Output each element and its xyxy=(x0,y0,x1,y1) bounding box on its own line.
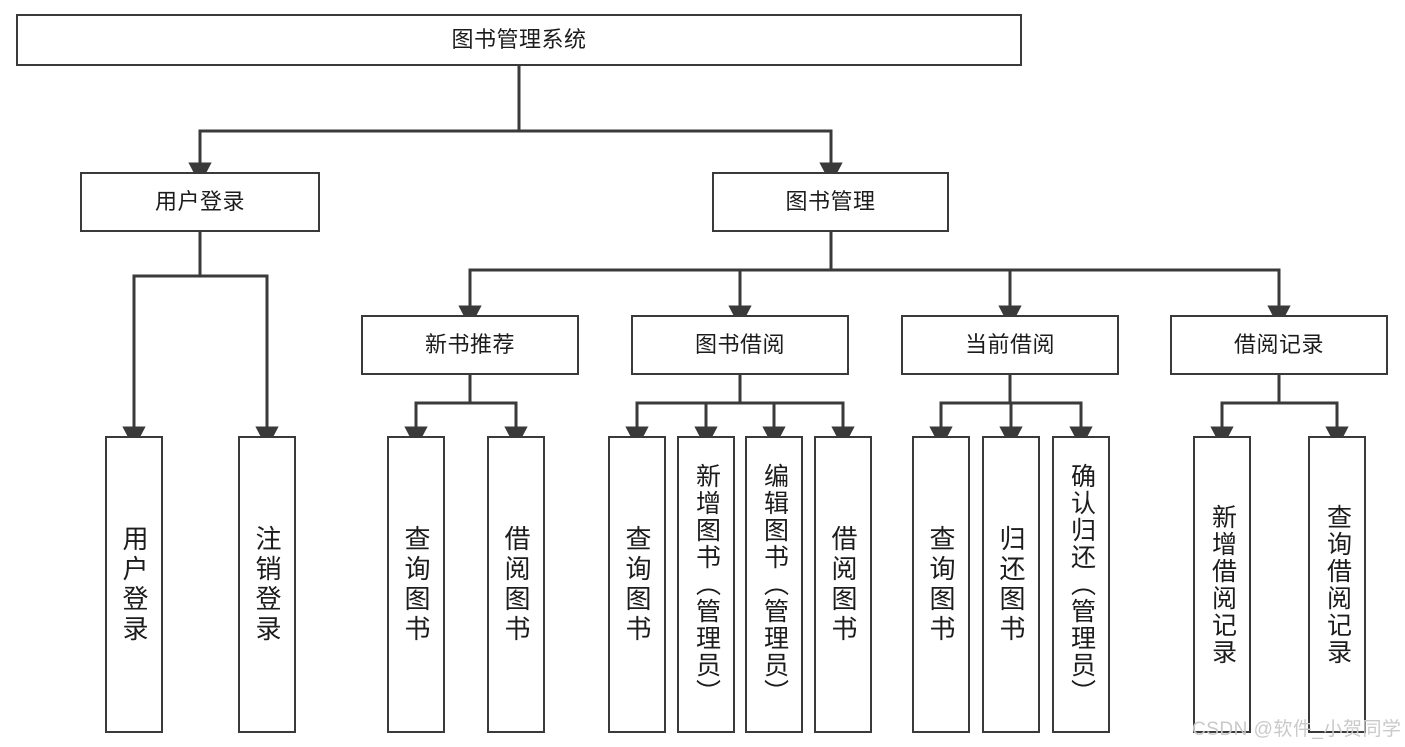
node-borrow-record[interactable]: 借阅记录 xyxy=(1170,315,1388,375)
node-leaf-logout-label: 注销登录 xyxy=(252,524,282,645)
node-book-borrow[interactable]: 图书借阅 xyxy=(631,315,849,375)
node-current-borrow-label: 当前借阅 xyxy=(964,332,1055,358)
node-leaf-borrow-book-recommend[interactable]: 借阅图书 xyxy=(487,436,545,733)
node-leaf-query-book-current[interactable]: 查询图书 xyxy=(912,436,970,733)
node-user-login-label: 用户登录 xyxy=(154,189,245,215)
node-borrow-record-label: 借阅记录 xyxy=(1233,332,1324,358)
node-leaf-add-borrow-record-label: 新增借阅记录 xyxy=(1208,503,1237,666)
node-leaf-add-book[interactable]: 新增图书（管理员） xyxy=(677,436,735,733)
node-leaf-query-book-recommend-label: 查询图书 xyxy=(401,524,431,645)
node-leaf-add-book-label: 新增图书（管理员） xyxy=(692,463,721,706)
node-leaf-query-book-recommend[interactable]: 查询图书 xyxy=(387,436,445,733)
node-leaf-return-book-label: 归还图书 xyxy=(996,524,1026,645)
node-book-borrow-label: 图书借阅 xyxy=(694,332,785,358)
csdn-watermark: CSDN @软件_小贺同学 xyxy=(1192,719,1402,740)
node-leaf-query-book-borrow-label: 查询图书 xyxy=(622,524,652,645)
node-book-management[interactable]: 图书管理 xyxy=(712,172,949,232)
node-new-book-recommend-label: 新书推荐 xyxy=(424,332,515,358)
node-book-management-label: 图书管理 xyxy=(785,189,876,215)
node-leaf-query-book-borrow[interactable]: 查询图书 xyxy=(608,436,666,733)
node-root-label: 图书管理系统 xyxy=(451,27,587,53)
node-leaf-user-login[interactable]: 用户登录 xyxy=(105,436,163,733)
node-root[interactable]: 图书管理系统 xyxy=(16,14,1022,66)
node-leaf-borrow-book-label: 借阅图书 xyxy=(828,524,858,645)
node-leaf-user-login-label: 用户登录 xyxy=(119,524,149,645)
node-leaf-borrow-book[interactable]: 借阅图书 xyxy=(814,436,872,733)
node-leaf-borrow-book-recommend-label: 借阅图书 xyxy=(501,524,531,645)
node-current-borrow[interactable]: 当前借阅 xyxy=(901,315,1119,375)
node-leaf-add-borrow-record[interactable]: 新增借阅记录 xyxy=(1193,436,1251,733)
node-leaf-query-book-current-label: 查询图书 xyxy=(926,524,956,645)
node-leaf-query-borrow-record-label: 查询借阅记录 xyxy=(1323,503,1352,666)
node-new-book-recommend[interactable]: 新书推荐 xyxy=(361,315,579,375)
node-leaf-confirm-return-label: 确认归还（管理员） xyxy=(1067,463,1096,706)
node-leaf-confirm-return[interactable]: 确认归还（管理员） xyxy=(1052,436,1110,733)
node-leaf-edit-book-label: 编辑图书（管理员） xyxy=(760,463,789,706)
node-leaf-edit-book[interactable]: 编辑图书（管理员） xyxy=(745,436,803,733)
node-user-login[interactable]: 用户登录 xyxy=(80,172,320,232)
node-leaf-query-borrow-record[interactable]: 查询借阅记录 xyxy=(1308,436,1366,733)
node-leaf-logout[interactable]: 注销登录 xyxy=(238,436,296,733)
node-leaf-return-book[interactable]: 归还图书 xyxy=(982,436,1040,733)
